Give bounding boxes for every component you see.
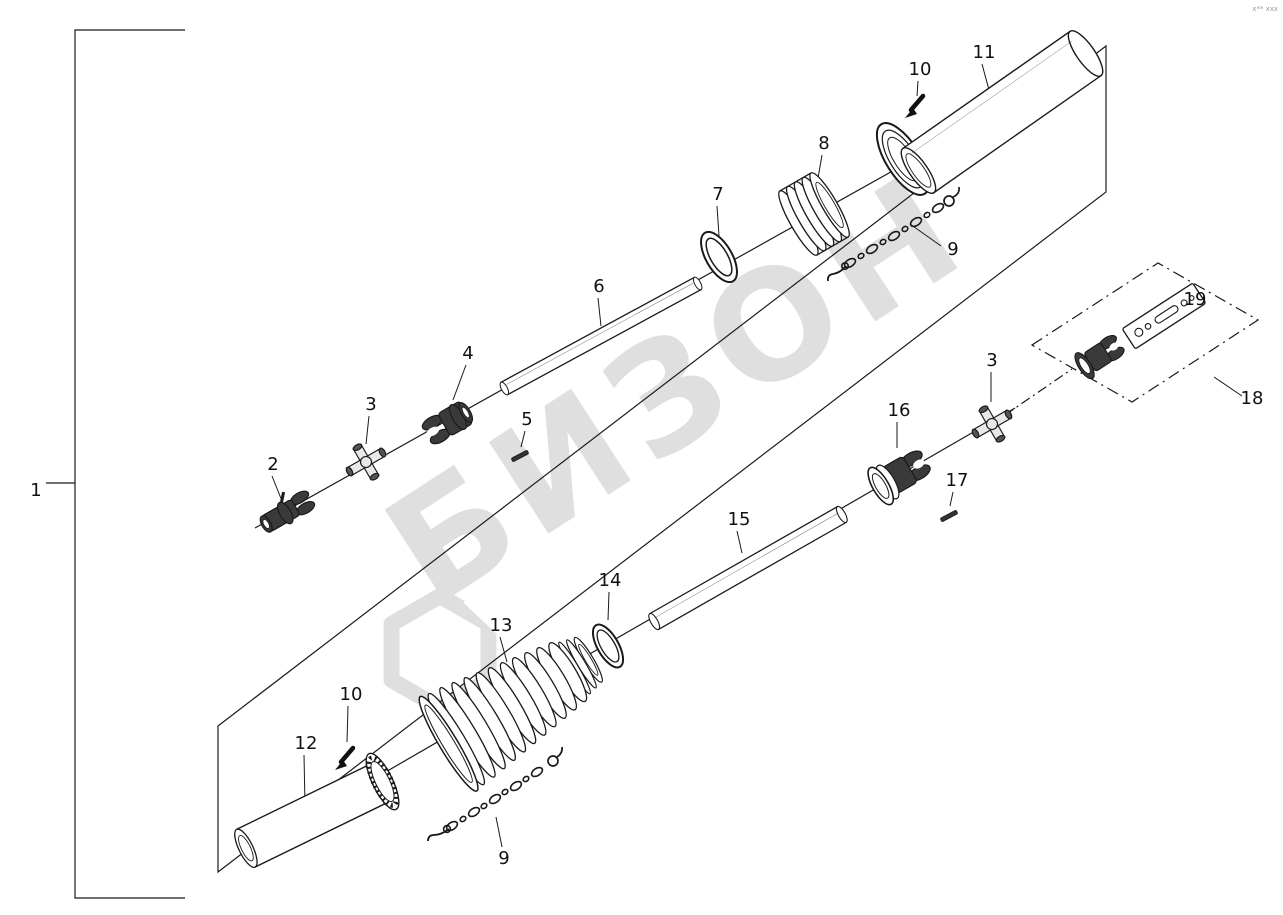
label-5: 5 [521, 409, 532, 430]
label-12: 12 [295, 733, 318, 754]
part-labels: 1 2 3 4 5 6 7 8 9 10 11 3 16 17 15 14 13… [30, 42, 1263, 869]
part-9-chain-bottom [427, 746, 563, 842]
part-2-clamp-yoke [259, 490, 316, 533]
leader-4 [452, 364, 467, 401]
label-10b: 10 [340, 684, 363, 705]
leader-10b [346, 705, 349, 743]
leader-3a [365, 415, 370, 445]
leader-15 [736, 530, 743, 554]
part-11-guard-tube [900, 30, 1104, 194]
part-18-yoke-detail [1074, 334, 1125, 380]
watermark-text: БИЗОН [357, 139, 996, 639]
part-4-yoke [421, 401, 474, 445]
label-10a: 10 [909, 59, 932, 80]
part-3-cross-journal-second [971, 405, 1013, 443]
leader-2 [271, 475, 283, 502]
part-5-pin [511, 450, 529, 462]
label-3a: 3 [365, 394, 376, 415]
part-3-cross-journal [345, 443, 387, 481]
label-7: 7 [712, 184, 723, 205]
leader-5 [520, 430, 526, 448]
part-16-yoke-bearing [867, 450, 931, 506]
label-9b: 9 [498, 848, 509, 869]
label-13: 13 [490, 615, 513, 636]
bracket-part-1 [74, 29, 185, 899]
leader-11 [981, 63, 990, 91]
leader-18 [1213, 376, 1243, 397]
part-14-ring [591, 623, 625, 669]
leader-6 [597, 297, 602, 327]
label-14: 14 [599, 570, 622, 591]
label-3b: 3 [986, 350, 997, 371]
label-1: 1 [30, 480, 41, 501]
part-13-bellows-boot [418, 636, 603, 792]
label-19: 19 [1184, 289, 1207, 310]
part-8-ribbed-bushing [778, 172, 850, 256]
leader-9a [909, 223, 942, 247]
label-11: 11 [973, 42, 996, 63]
leader-lines [271, 63, 1243, 848]
label-2: 2 [267, 454, 278, 475]
leader-13 [499, 636, 508, 663]
label-6: 6 [593, 276, 604, 297]
part-10-pin-top [905, 93, 926, 118]
part-7-ring [700, 230, 738, 284]
watermark-logo-notch [463, 593, 511, 639]
part-17-pin [940, 510, 958, 522]
exploded-view-boundary [217, 44, 1107, 874]
part-9-chain-top [826, 186, 960, 282]
part-12-guard-tube [234, 752, 400, 869]
part-10-pin-bottom [335, 745, 356, 770]
leader-9b [495, 816, 503, 848]
label-9a: 9 [947, 239, 958, 260]
leader-7 [716, 205, 720, 237]
detail-box-18 [1030, 262, 1260, 403]
label-8: 8 [818, 133, 829, 154]
leader-10a [916, 80, 919, 97]
part-15-profile-shaft [648, 505, 848, 631]
label-16: 16 [888, 400, 911, 421]
leader-14 [607, 591, 610, 621]
dash-dot-connector [1004, 368, 1073, 416]
label-18: 18 [1241, 388, 1264, 409]
part-6-inner-shaft [499, 276, 703, 396]
leader-17 [949, 491, 954, 507]
part-19-retainer-plate [1122, 283, 1206, 349]
label-4: 4 [462, 343, 473, 364]
corner-note: x** xxx [1252, 5, 1278, 13]
label-15: 15 [728, 509, 751, 530]
label-17: 17 [946, 470, 969, 491]
